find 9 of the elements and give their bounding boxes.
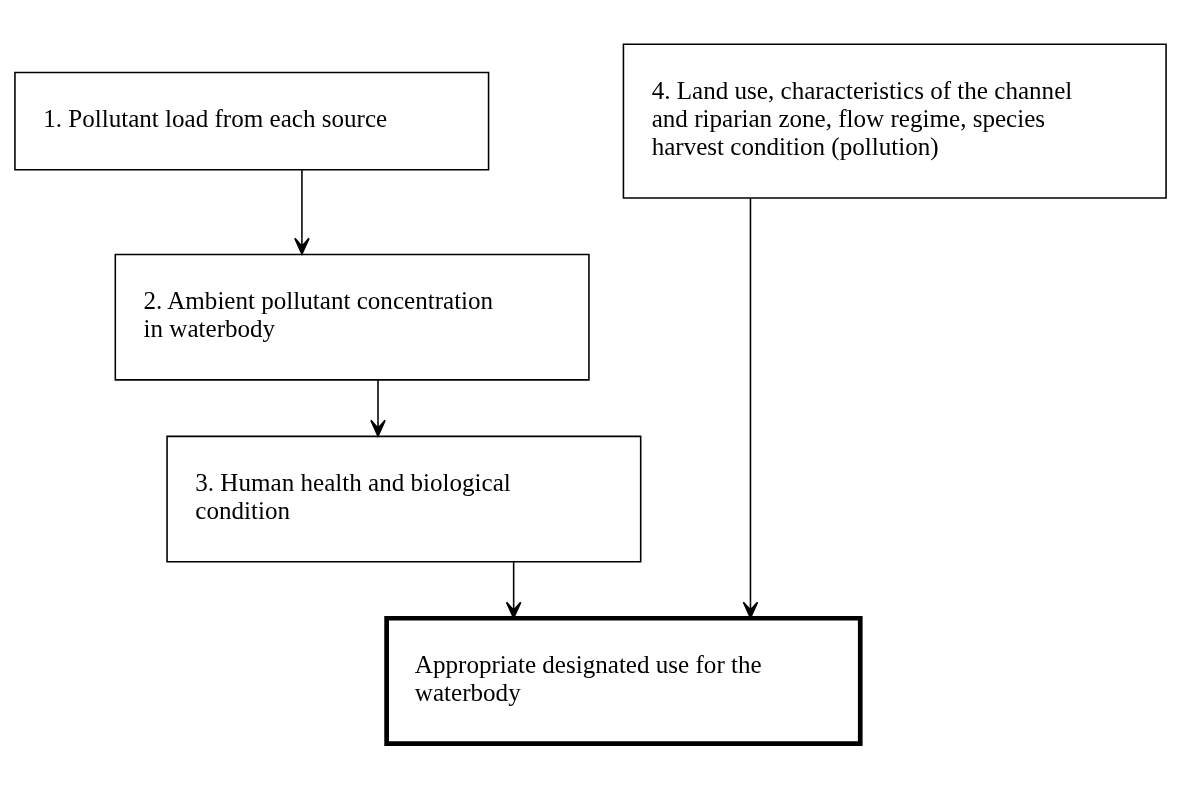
node-box: 2. Ambient pollutant concentration in waterbody — [114, 253, 590, 381]
arrow — [370, 379, 386, 437]
arrow — [742, 197, 759, 619]
node-box: 1. Pollutant load from each source — [14, 71, 490, 171]
arrow — [505, 561, 522, 619]
node-box: 4. Land use, characteristics of the channel and riparian zone, flow regime, species harvest condition (pollution) — [622, 43, 1167, 199]
node-box: Appropriate designated use for the waterbody — [384, 615, 863, 747]
arrow — [294, 169, 310, 255]
node-box: 3. Human health and biological condition — [166, 435, 642, 563]
